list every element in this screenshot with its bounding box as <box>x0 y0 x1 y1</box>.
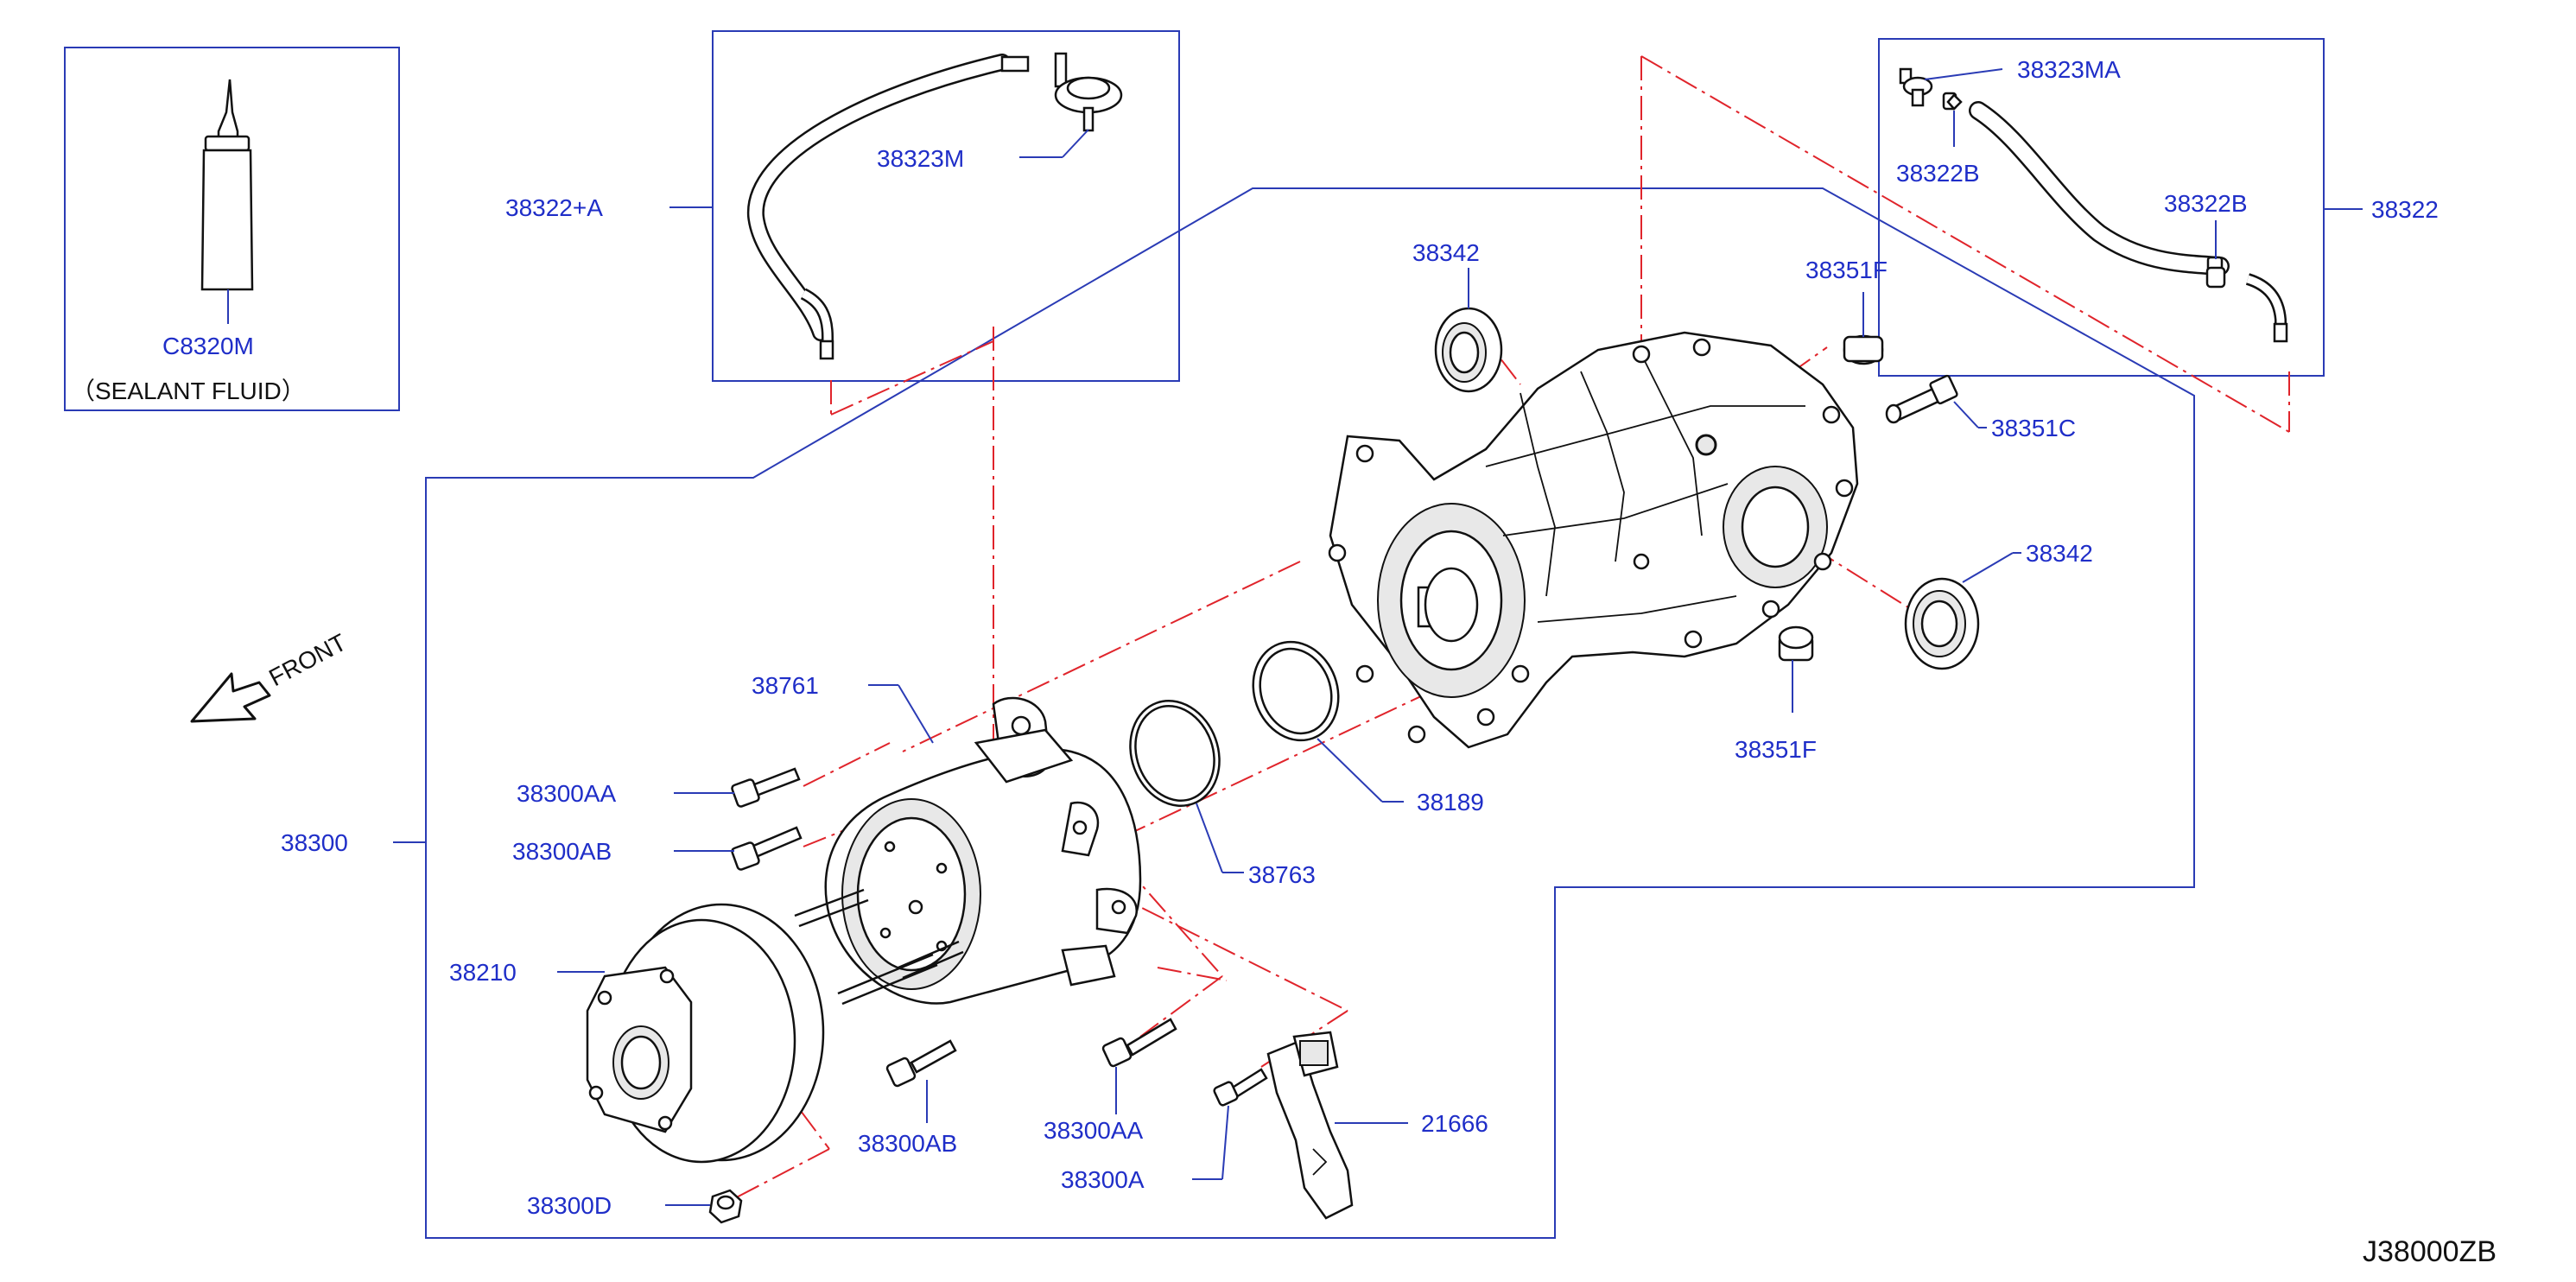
o-ring-38763-icon <box>1129 700 1244 873</box>
label-21666: 21666 <box>1421 1110 1488 1137</box>
label-38761: 38761 <box>752 672 819 699</box>
stud-bolt-icon <box>1885 374 1987 428</box>
label-38300aa-1: 38300AA <box>517 780 617 807</box>
leader-38761-b <box>898 684 934 744</box>
oil-seal-right-icon <box>1904 552 2021 670</box>
label-c8320m: C8320M <box>162 333 254 359</box>
differential-carrier-icon <box>1328 331 1859 749</box>
front-arrow-icon <box>190 672 271 723</box>
bolt-38300ab-1-icon <box>674 826 803 871</box>
label-38300ab-2: 38300AB <box>858 1130 957 1157</box>
label-38342-right: 38342 <box>2026 540 2093 567</box>
vent-connector-icon <box>1899 67 2003 107</box>
vent-hose-left-icon <box>746 54 1030 360</box>
label-38322: 38322 <box>2371 196 2439 223</box>
plug-top-icon <box>1843 292 1884 365</box>
label-38322a: 38322+A <box>505 194 603 221</box>
label-38322b-1: 38322B <box>1896 160 1980 187</box>
bolt-38300ab-2-icon <box>885 1039 957 1123</box>
label-sealant-fluid: （SEALANT FLUID） <box>71 378 306 404</box>
label-38763: 38763 <box>1248 861 1316 888</box>
coupling-housing-icon <box>794 696 1142 1006</box>
vent-hose-box-right <box>1878 38 2325 377</box>
sealant-tube-icon <box>200 79 254 324</box>
assembly-outline <box>425 187 2195 1239</box>
breather-valve-icon <box>1019 52 1123 158</box>
bolt-38300aa-2-icon <box>1101 1018 1177 1114</box>
label-38300d: 38300D <box>527 1192 612 1219</box>
vent-hose-box-left <box>712 30 1180 382</box>
label-38300: 38300 <box>281 829 348 856</box>
label-38323ma: 38323MA <box>2017 56 2121 83</box>
o-ring-38189-icon <box>1252 640 1404 803</box>
label-38300aa-2: 38300AA <box>1044 1117 1144 1144</box>
label-38342-top: 38342 <box>1412 239 1480 266</box>
diagram-code: J38000ZB <box>2363 1235 2497 1268</box>
vent-hose-right-icon <box>1942 92 2288 343</box>
label-38323m: 38323M <box>877 145 964 172</box>
nut-38300d-icon <box>665 1189 743 1224</box>
label-38300a: 38300A <box>1061 1166 1145 1193</box>
sealant-box <box>64 47 400 411</box>
label-38189: 38189 <box>1417 789 1484 816</box>
oil-seal-top-icon <box>1434 268 1503 393</box>
label-38351f-top: 38351F <box>1805 257 1888 283</box>
bolt-38300a-icon <box>1192 1068 1268 1180</box>
label-38300ab-1: 38300AB <box>512 838 612 865</box>
label-38210: 38210 <box>449 959 517 986</box>
harness-bracket-icon <box>1266 1031 1408 1220</box>
label-38351c: 38351C <box>1991 415 2076 441</box>
bolt-38300aa-1-icon <box>674 767 801 808</box>
companion-flange-icon <box>557 903 825 1164</box>
label-38322b-2: 38322B <box>2164 190 2248 217</box>
plug-bottom-icon <box>1778 625 1814 713</box>
label-38351f-bottom: 38351F <box>1735 736 1817 763</box>
label-front: FRONT <box>264 629 351 692</box>
